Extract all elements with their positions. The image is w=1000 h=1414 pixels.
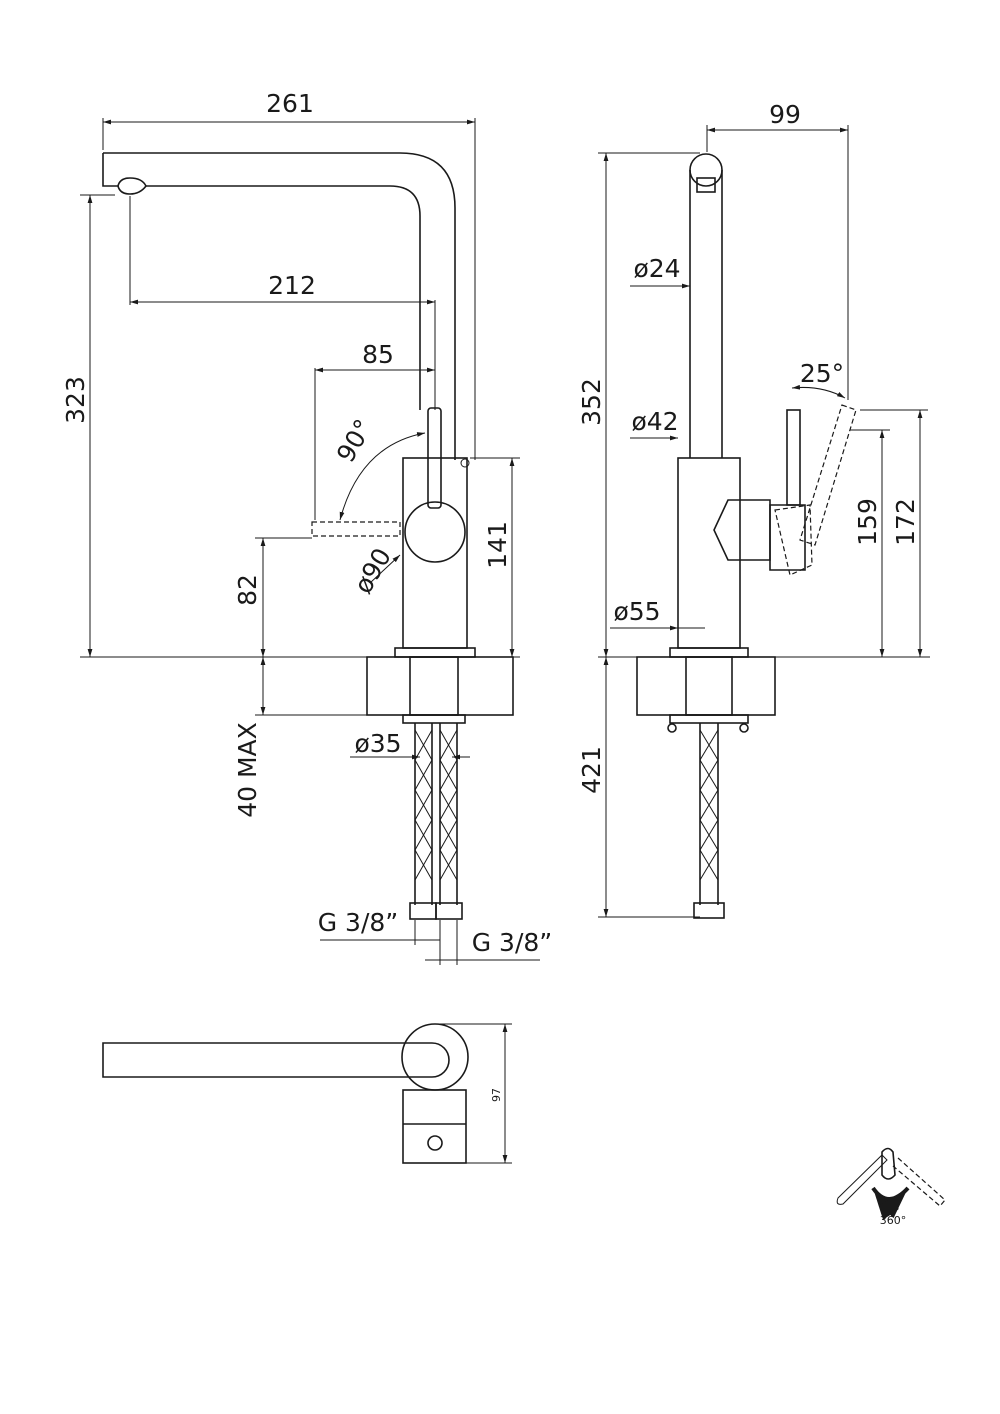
dim-handle-angle: 90° <box>331 414 378 467</box>
dim-connection-left: G 3/8” <box>318 908 399 937</box>
dim-shank-diameter: ø35 <box>354 729 401 758</box>
dim-lever-angle: 25° <box>800 359 844 388</box>
supply-hoses <box>409 723 463 920</box>
dim-body-height: 141 <box>483 521 512 569</box>
dim-lever-height-high: 172 <box>891 498 920 546</box>
lever-alt-position <box>799 404 857 546</box>
handle-lever <box>786 409 801 506</box>
faucet-base <box>394 647 476 658</box>
dim-connection-right: G 3/8” <box>472 928 553 957</box>
rotation-label: 360° <box>880 1214 907 1227</box>
dim-handle-offset: 85 <box>362 340 394 369</box>
handle-hub <box>404 501 466 563</box>
spout-outline <box>102 152 456 460</box>
dim-base-diameter: ø55 <box>613 597 660 626</box>
front-view: 261 212 85 90° 323 ø90 141 82 40 MAX ø35… <box>61 89 552 965</box>
dim-spout-depth: 99 <box>769 100 801 129</box>
dim-body-top-diameter: ø42 <box>631 407 678 436</box>
dim-width-total: 261 <box>266 89 314 118</box>
dim-height-total: 323 <box>61 376 90 424</box>
dim-handle-height: 82 <box>233 574 262 606</box>
dim-counter-thickness: 40 MAX <box>233 722 262 818</box>
supply-hose <box>693 723 725 919</box>
spout-top <box>102 1042 450 1078</box>
handle-alt-position <box>311 521 401 537</box>
countertop-section <box>366 656 514 716</box>
countertop-section <box>636 656 776 716</box>
body-top <box>402 1089 467 1164</box>
top-view: 97 <box>102 1023 512 1164</box>
dim-lever-height-low: 159 <box>853 498 882 546</box>
faucet-body <box>677 457 741 649</box>
dim-spout-reach: 212 <box>268 271 316 300</box>
dim-handle-diameter: ø90 <box>348 543 397 598</box>
dim-height-total: 352 <box>577 378 606 426</box>
spout-tube <box>689 170 723 458</box>
dim-spout-diameter: ø24 <box>633 254 680 283</box>
faucet-base <box>669 647 749 658</box>
dim-hose-length: 421 <box>577 746 606 794</box>
spout-head <box>689 153 723 187</box>
rotation-360-icon: 360° <box>836 1147 946 1227</box>
dim-depth: 97 <box>490 1088 503 1102</box>
side-view: 99 352 ø24 ø42 ø55 25° 159 172 421 <box>577 100 930 919</box>
aerator <box>117 177 147 195</box>
